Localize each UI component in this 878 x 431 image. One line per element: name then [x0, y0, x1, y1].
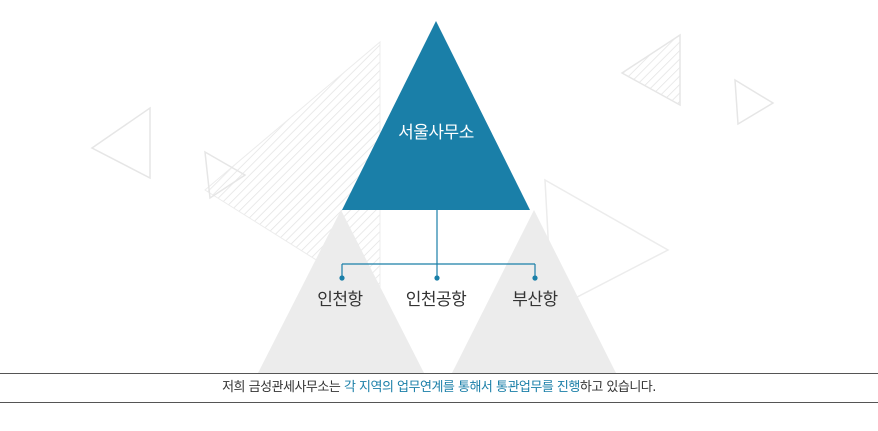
- main-node-triangle: [342, 21, 530, 210]
- caption-prefix: 저희 금성관세사무소는: [222, 380, 344, 395]
- main-node-label: 서울사무소: [398, 123, 474, 143]
- connector-dot-right: [532, 275, 538, 281]
- caption-suffix: 하고 있습니다.: [579, 380, 657, 395]
- branch-label-busan-port: 부산항: [512, 290, 558, 310]
- deco-triangle-hatched-right: [620, 33, 681, 107]
- ghost-triangles: [258, 210, 616, 373]
- connector-dot-left: [339, 275, 345, 281]
- branch-label-incheon-port: 인천항: [317, 290, 363, 310]
- connector-dot-center: [434, 275, 440, 281]
- connector-dots: [339, 275, 538, 281]
- caption-highlight-end: 행: [568, 380, 580, 395]
- deco-triangle-small-right: [734, 78, 775, 126]
- deco-triangle-small-left: [204, 150, 247, 200]
- caption-highlight: 각 지역의 업무연계를 통해서 통관업무를 진: [343, 380, 569, 395]
- branch-label-incheon-airport: 인천공항: [406, 290, 467, 310]
- connector: [341, 210, 536, 277]
- ghost-triangle-right: [452, 210, 616, 373]
- deco-triangle-left: [90, 106, 151, 180]
- caption-bar: 저희 금성관세사무소는 각 지역의 업무연계를 통해서 통관업무를 진행하고 있…: [0, 373, 878, 403]
- ghost-triangle-left: [258, 210, 424, 373]
